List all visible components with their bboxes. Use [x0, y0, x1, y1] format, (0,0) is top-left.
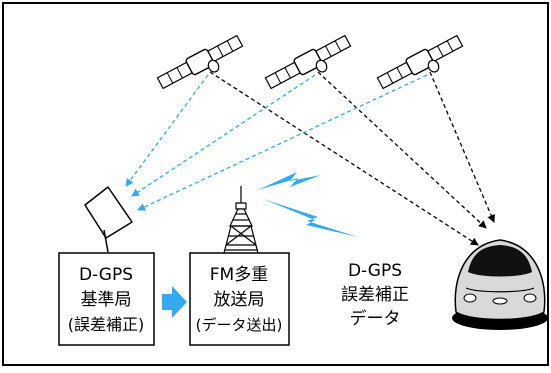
- lightning-icon: [258, 172, 321, 190]
- satellite-to-base-signals: [125, 74, 428, 211]
- car-icon: [452, 239, 548, 330]
- fm-station-line2: 放送局: [214, 290, 265, 310]
- satellite-icon: [264, 34, 352, 90]
- fm-station-line3: (データ送出): [196, 316, 283, 334]
- satellite-icon: [156, 34, 244, 90]
- base-station-box: D-GPS 基準局 (誤差補正): [58, 252, 155, 346]
- data-label-line3: データ: [350, 308, 401, 329]
- signal-sat2-car: [317, 71, 487, 229]
- fm-station-box: FM多重 放送局 (データ送出): [189, 252, 290, 346]
- data-label-line1: D-GPS: [348, 261, 402, 281]
- dish-antenna-icon: [84, 186, 133, 253]
- satellite-icon: [376, 34, 464, 90]
- satellite-to-car-signals: [209, 71, 495, 246]
- base-station-line1: D-GPS: [79, 265, 133, 285]
- fm-station-line1: FM多重: [210, 265, 268, 285]
- lightning-icon: [263, 199, 358, 237]
- base-to-fm-arrow: [162, 286, 187, 318]
- signal-sat2-base: [131, 74, 316, 197]
- data-label-line2: 誤差補正: [341, 285, 409, 305]
- dgps-data-label: D-GPS 誤差補正 データ: [341, 261, 409, 329]
- signal-sat3-car: [429, 71, 495, 223]
- signal-sat1-base: [125, 74, 209, 187]
- broadcast-tower-icon: [223, 186, 259, 254]
- base-station-line2: 基準局: [81, 290, 132, 310]
- base-station-line3: (誤差補正): [68, 315, 145, 334]
